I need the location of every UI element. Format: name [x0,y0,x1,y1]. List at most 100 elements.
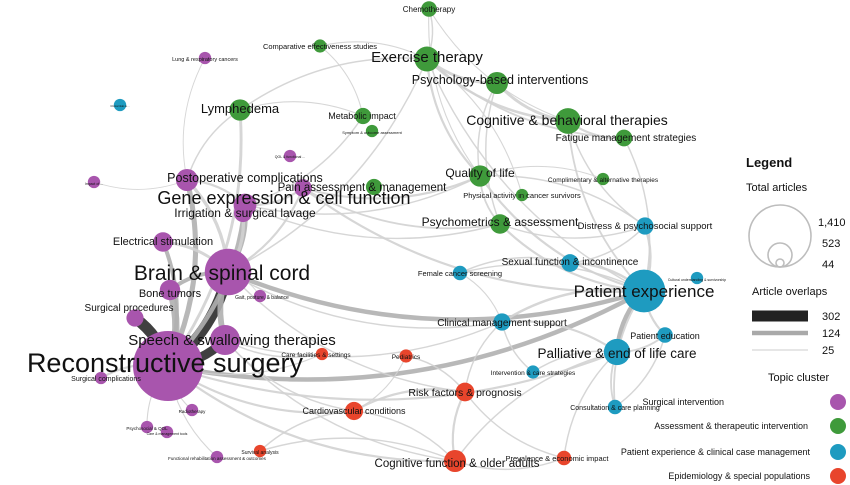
node-clinical[interactable] [493,313,511,331]
node-pediatrics[interactable] [399,349,413,363]
node-label-palliative: Palliative & end of life care [537,346,696,361]
legend-overlap-value-large: 302 [822,311,840,323]
node-educ[interactable] [657,327,673,343]
node-surgcomp[interactable] [94,371,108,385]
edge-metabolic-comparative [319,45,364,117]
node-label-electrical: Electrical stimulation [113,236,213,248]
edge-gene-metabolic [244,115,364,206]
legend-cluster-swatch-2 [830,444,846,460]
node-carefac[interactable] [315,347,329,361]
node-risk[interactable] [455,382,475,402]
node-comparative[interactable] [313,39,327,53]
node-label-qualitylife: Quality of life [445,166,515,180]
edge-distress-qualitylife [479,174,646,227]
node-consult[interactable] [607,399,623,415]
node-label-cultural: Cultural understanding & survivorship [668,278,726,282]
legend-size-circle-large [748,204,812,268]
edge-reconstructive-cognitive [167,365,456,463]
node-survival[interactable] [253,444,267,458]
node-bone[interactable] [159,279,181,301]
node-lung[interactable] [198,51,212,65]
node-label-comparative: Comparative effectiveness studies [263,42,377,51]
node-functional[interactable] [210,450,224,464]
node-sexual[interactable] [561,254,579,272]
node-pain[interactable] [294,179,312,197]
node-label-survival: Survival analysis [241,450,279,456]
node-rad[interactable] [185,403,199,417]
node-label-pediatrics: Pediatrics [392,354,421,361]
edge-metabolic-lymphedema [239,101,364,117]
legend-cluster-swatch-0 [830,394,846,410]
node-cultural[interactable] [690,271,704,285]
legend: Legend Total articles 1,410 523 44 Artic… [621,155,846,484]
edge-palliative-prevalence [563,351,618,459]
node-psych_qol[interactable] [140,420,154,434]
edge-gene-qualitylife [244,175,481,215]
legend-size-title: Total articles [746,182,808,194]
edge-brain-clinical [227,271,503,329]
legend-cluster-label-2: Patient experience & clinical case manag… [621,447,811,457]
node-psychology[interactable] [485,71,509,95]
node-label-lymphedema: Lymphedema [201,101,280,116]
node-female[interactable] [452,265,468,281]
edge-complementary-qualitylife [479,165,604,180]
node-lymphedema[interactable] [229,99,251,121]
node-gait[interactable] [253,289,267,303]
node-palliative[interactable] [603,338,631,366]
legend-cluster-label-1: Assessment & therapeutic intervention [654,421,808,431]
edge-gene-psychometrics [244,204,501,240]
edge-pain-qualitylife [302,174,481,200]
node-prevalence[interactable] [556,450,572,466]
node-patientexp[interactable] [622,269,666,313]
node-speech[interactable] [209,324,241,356]
node-chemo[interactable] [421,1,437,17]
node-label-cbt: Cognitive & behavioral therapies [466,112,668,128]
edge-reconstructive-palliative [167,350,618,401]
node-impact[interactable] [87,175,101,189]
node-surgproc[interactable] [126,309,144,327]
node-metabolic[interactable] [354,107,372,125]
node-label-psychology: Psychology-based interventions [412,73,589,87]
node-label-psychometrics: Psychometrics & assessment [422,215,579,229]
legend-overlap-value-medium: 124 [822,328,840,340]
edge-clinical-female [459,272,503,323]
legend-cluster-swatch-1 [830,418,846,434]
node-label-complementary: Complimentary & alternative therapies [548,177,659,184]
node-distress[interactable] [636,217,654,235]
node-intervention[interactable] [526,365,540,379]
node-postop[interactable] [175,168,199,192]
legend-size-circle-medium [767,242,793,268]
node-reconstructive[interactable] [133,331,203,401]
edge-lung-postop [182,57,206,181]
node-label-sexual: Sexual function & incontinence [502,257,639,268]
node-psychometrics[interactable] [490,214,510,234]
node-label-cardio: Cardiovascular conditions [302,406,406,416]
node-electrical[interactable] [153,232,173,252]
node-exercise[interactable] [414,46,440,72]
edge-brain-risk [227,271,466,393]
node-clinical_trials[interactable] [113,98,127,112]
node-complementary[interactable] [596,172,610,186]
node-irrigation[interactable] [233,203,253,223]
node-symptom[interactable] [365,124,379,138]
node-paincol[interactable] [365,178,383,196]
node-label-impact: Impact of ... [85,182,103,186]
node-label-irrigation: Irrigation & surgical lavage [174,206,316,220]
node-care_mgmt[interactable] [160,425,174,439]
node-fatigue[interactable] [615,129,633,147]
node-cognitive[interactable] [443,449,467,473]
edge-reconstructive-patientexp [167,289,646,382]
node-cardio[interactable] [344,401,364,421]
node-qualitylife[interactable] [469,165,491,187]
node-label-functional: Functional rehabilitation assessment & o… [168,456,267,461]
node-brain[interactable] [204,248,252,296]
node-cbt[interactable] [555,108,581,134]
nodes-layer [87,1,704,473]
legend-cluster-label-0: Surgical intervention [642,397,724,407]
node-qol_function[interactable] [283,149,297,163]
edge-lymphedema-postop [186,109,241,181]
node-physical[interactable] [515,188,529,202]
node-label-pain: Pain assessment & management [278,182,448,194]
